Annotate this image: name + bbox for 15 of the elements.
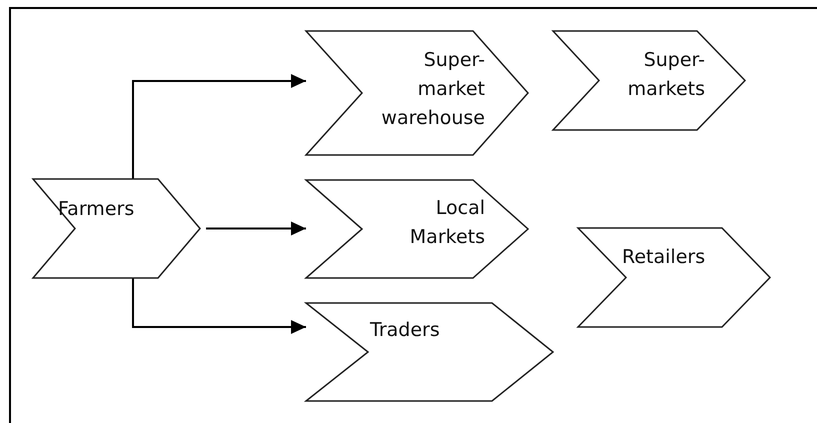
node-label: Retailers	[622, 245, 706, 270]
node-label: Super- markets	[626, 48, 705, 102]
chevron-shape	[553, 31, 745, 130]
node-label: Local Markets	[408, 196, 485, 250]
chevron-shape	[306, 180, 528, 278]
arrow	[132, 74, 306, 179]
chevron-shape	[578, 228, 770, 327]
chevron-shape	[306, 303, 553, 401]
chevron-shape	[33, 179, 200, 278]
node-label: Farmers	[58, 197, 134, 222]
chevron-shape	[306, 31, 528, 155]
arrow	[206, 222, 306, 236]
node-label: Traders	[370, 318, 440, 343]
arrow	[132, 278, 306, 334]
node-label: Super- market warehouse	[380, 48, 485, 131]
